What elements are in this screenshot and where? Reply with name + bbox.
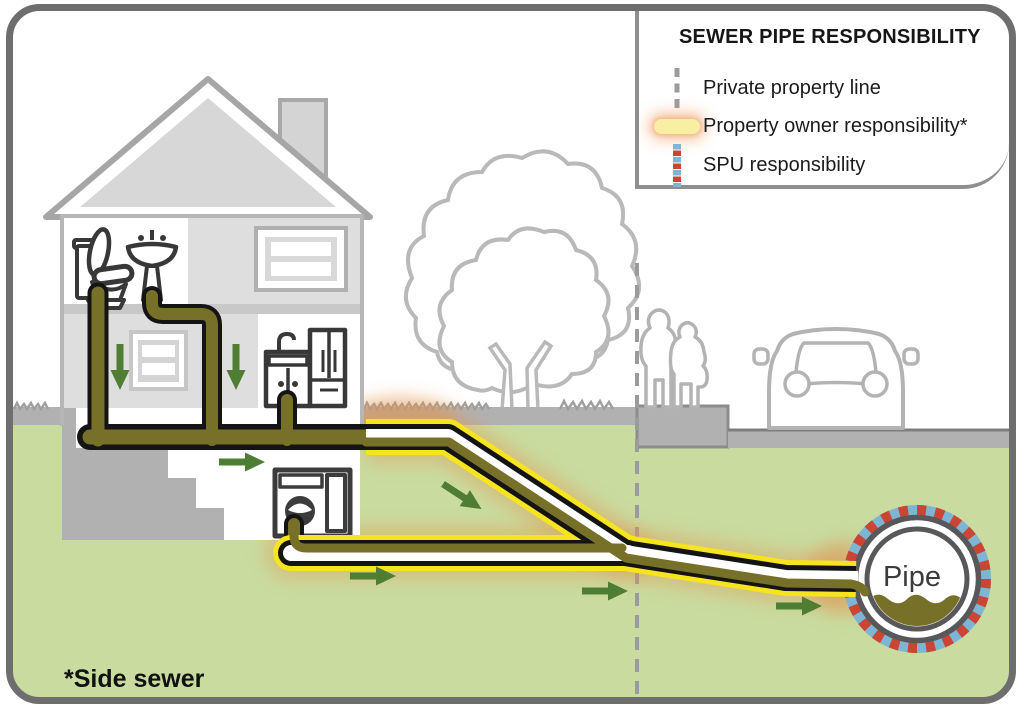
refrigerator [307,327,348,409]
sidewalk [635,404,730,449]
legend-item-spu-responsibility: SPU responsibility [651,142,865,188]
lower-window [129,330,188,391]
legend-title: SEWER PIPE RESPONSIBILITY [679,26,981,48]
legend-label: Property owner responsibility* [703,114,968,137]
legend-item-property-line: Private property line [651,66,881,110]
car-mirror [752,347,770,366]
car-headlight [861,370,889,398]
foundation-wall [62,407,76,540]
legend-box: SEWER PIPE RESPONSIBILITY Private proper… [635,10,1009,189]
car-headlight [783,370,811,398]
car-mirror [902,347,920,366]
street [728,429,1009,448]
side-sewer-footnote: *Side sewer [64,665,205,693]
legend-item-owner-responsibility: Property owner responsibility* [651,110,968,142]
yellow-glow-pipe-icon [651,118,703,134]
pipe-label: Pipe [883,561,941,593]
car [752,327,920,430]
legend-label: SPU responsibility [703,153,866,176]
legend-label: Private property line [703,76,881,99]
upper-window [254,226,348,292]
red-blue-dashed-icon [651,143,703,187]
dashed-gray-line-icon [651,66,703,110]
